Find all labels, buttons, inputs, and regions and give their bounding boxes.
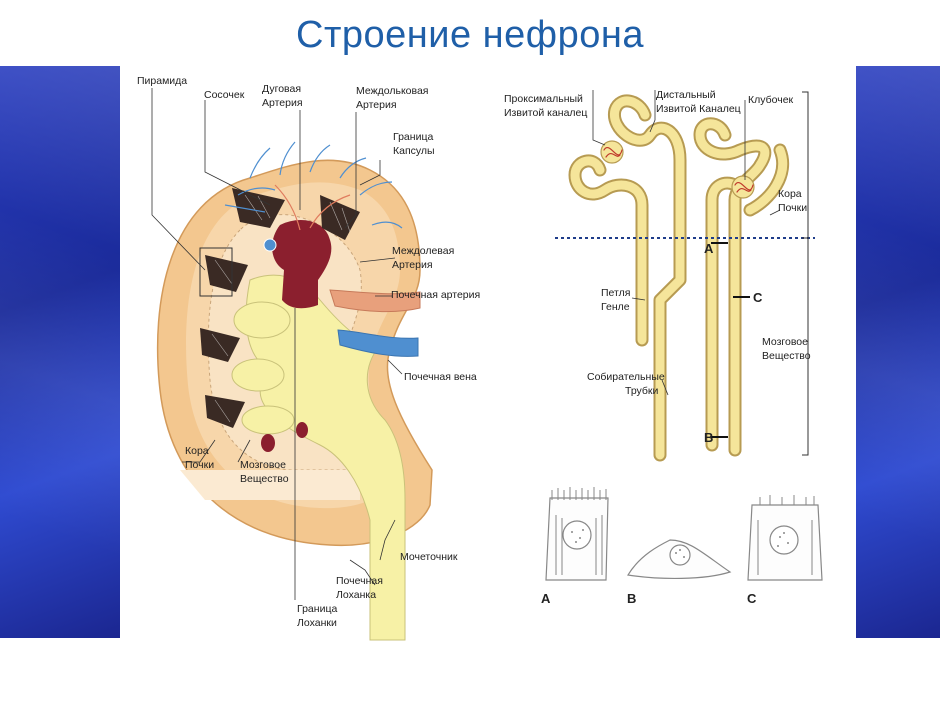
label-distal-1: Дистальный: [656, 89, 716, 101]
focus-box: [199, 247, 233, 297]
label-collecting-1: Собирательные: [587, 371, 665, 383]
label-pelvis-border-1: Граница: [297, 603, 337, 615]
label-medulla-2: Вещество: [240, 473, 289, 485]
calyx: [233, 301, 291, 339]
label-papilla: Сосочек: [204, 89, 245, 101]
label-interlobular-artery-2: Артерия: [356, 99, 397, 111]
interlobular-vessels: [224, 141, 403, 229]
label-distal-2: Извитой Каналец: [656, 103, 741, 115]
epithelial-cells: [545, 487, 823, 581]
nucleus-dots: [571, 529, 789, 558]
marker-b: B: [704, 430, 713, 445]
pyramids: [200, 188, 360, 428]
interlobar-arteries: [274, 184, 351, 231]
label-ureter: Мочеточник: [400, 551, 458, 563]
label-capsule-border-2: Капсулы: [393, 145, 435, 157]
label-renal-artery: Почечная артерия: [391, 289, 480, 301]
label-interlobar-artery-1: Междолевая: [392, 245, 454, 257]
label-loop-2: Генле: [601, 301, 630, 313]
left-decor-band: [0, 66, 120, 638]
label-nephron-cortex-1: Кора: [778, 188, 802, 200]
duct-opening: [261, 434, 275, 452]
label-cortex-1: Кора: [185, 445, 209, 457]
label-renal-pelvis-2: Лоханка: [336, 589, 376, 601]
label-nephron-medulla-1: Мозговое: [762, 336, 808, 348]
label-proximal-1: Проксимальный: [504, 93, 583, 105]
label-renal-vein: Почечная вена: [404, 371, 477, 383]
kidney-lower-band: [180, 470, 360, 500]
label-collecting-2: Трубки: [625, 385, 659, 397]
label-cortex-2: Почки: [185, 459, 214, 471]
label-arcuate-artery-2: Артерия: [262, 97, 303, 109]
label-interlobular-artery-1: Междольковая: [356, 85, 428, 97]
right-decor-band: [856, 66, 940, 638]
label-arcuate-artery-1: Дуговая: [262, 83, 301, 95]
duct-opening: [296, 422, 308, 438]
kidney-leaders: [151, 88, 403, 600]
label-pyramid: Пирамида: [137, 75, 187, 87]
nephron-leaders: [592, 90, 781, 396]
glomerulus-1: [600, 140, 624, 164]
label-interlobar-artery-2: Артерия: [392, 259, 433, 271]
cell-label-c: C: [747, 591, 757, 606]
renal-vein: [337, 329, 419, 357]
label-renal-pelvis-1: Почечная: [336, 575, 383, 587]
label-capsule-border-1: Граница: [393, 131, 433, 143]
slide-title: Строение нефрона: [296, 14, 644, 56]
nephron-illustration: [568, 94, 790, 462]
hilum-vessel: [272, 220, 332, 309]
marker-c: C: [753, 290, 763, 305]
label-pelvis-border-2: Лоханки: [297, 617, 337, 629]
glomerulus-2: [731, 175, 755, 199]
cell-label-b: B: [627, 591, 636, 606]
marker-a: A: [704, 241, 714, 256]
label-glomerulus: Клубочек: [748, 94, 794, 106]
label-proximal-2: Извитой каналец: [504, 107, 587, 119]
section-markers: [711, 242, 750, 438]
label-medulla-1: Мозговое: [240, 459, 286, 471]
label-loop-1: Петля: [601, 287, 630, 299]
label-nephron-medulla-2: Вещество: [762, 350, 811, 362]
calyx: [241, 405, 295, 435]
renal-artery: [329, 289, 421, 313]
cell-label-a: A: [541, 591, 551, 606]
duct-opening: [263, 238, 277, 252]
region-brackets: [802, 91, 809, 456]
calyx: [231, 358, 285, 392]
label-nephron-cortex-2: Почки: [778, 202, 807, 214]
